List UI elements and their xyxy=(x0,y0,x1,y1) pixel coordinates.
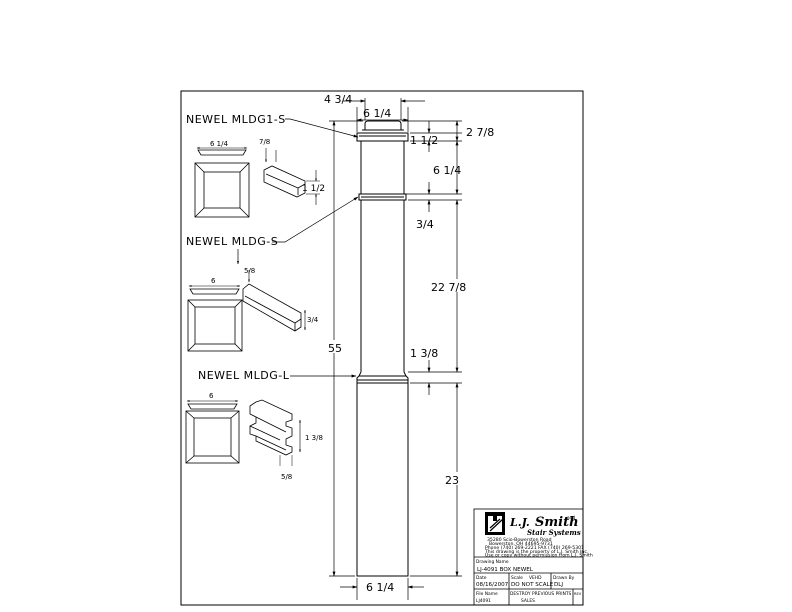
mldgl-depth: 5/8 xyxy=(281,473,292,481)
mldgl-height: 1 3/8 xyxy=(305,434,323,442)
lower-moulding xyxy=(356,371,409,384)
dim-base-height: 23 xyxy=(445,474,459,487)
dept-value: SALES xyxy=(521,598,535,604)
cap-moulding xyxy=(356,132,409,142)
drawn-by-label: Drawn By xyxy=(553,575,575,581)
address-line-1: 35280 Scio-Bowerston Road xyxy=(487,537,552,543)
dim-top-height: 2 7/8 xyxy=(466,126,494,139)
mldgl-width: 6 xyxy=(209,392,214,400)
mldg-width: 6 xyxy=(211,277,216,285)
date-value: 08/16/2007 xyxy=(476,582,509,588)
newel-post xyxy=(356,120,409,577)
sheet-border xyxy=(180,90,584,606)
post-cap xyxy=(364,120,402,130)
mldgl-plan-outer xyxy=(185,410,240,464)
callout-mldg: NEWEL MLDG-S xyxy=(186,235,278,248)
address-line-4: This drawing is the property of L.J. Smi… xyxy=(484,549,588,555)
mldg1-depth: 7/8 xyxy=(259,138,270,146)
detail-mldgl xyxy=(185,399,301,466)
detail-mldg1 xyxy=(194,147,320,218)
dim-cap-mold-height: 1 1/2 xyxy=(410,134,438,147)
drawn-by-value: DLJ xyxy=(554,582,563,588)
dim-mid-mold: 3/4 xyxy=(416,218,434,231)
dim-shaft-height: 22 7/8 xyxy=(431,281,466,294)
file-name-label: File Name xyxy=(476,591,498,597)
mldg-plan-outer xyxy=(187,299,243,352)
title-block xyxy=(473,508,584,606)
rev-label: REV xyxy=(574,592,582,596)
scale-value: VEHD xyxy=(529,575,542,581)
address-line-3: Phone (740) 269-2221 FAX (740) 269-5301 xyxy=(485,545,584,551)
logo-subtitle: Stair Systems xyxy=(527,528,581,537)
upper-block xyxy=(360,140,405,195)
callout-mldgl: NEWEL MLDG-L xyxy=(198,369,290,382)
dim-base-width: 6 1/4 xyxy=(366,581,394,594)
scale-label: Scale xyxy=(511,575,523,581)
mldg1-profile xyxy=(263,165,306,198)
dim-lower-mold: 1 3/8 xyxy=(410,347,438,360)
post-base xyxy=(356,382,409,577)
file-name-value: LJ4091 xyxy=(476,598,491,604)
detail-mldg xyxy=(187,270,306,352)
dim-upper-block: 6 1/4 xyxy=(433,164,461,177)
post-dimensions xyxy=(329,98,462,600)
scale-note: DO NOT SCALE xyxy=(511,582,554,588)
mldg1-width: 6 1/4 xyxy=(210,140,228,148)
destroy-note: DESTROY PREVIOUS PRINTS xyxy=(510,591,572,597)
mldg-height: 3/4 xyxy=(307,316,319,324)
logo-suffix: and xyxy=(567,515,575,521)
address-line-2: Bowerston, OH 44695-9731 xyxy=(489,541,553,547)
dim-overall-height: 55 xyxy=(328,342,342,355)
drawing-name: LJ-4091 BOX NEWEL xyxy=(477,567,534,573)
address-line-5: Use or copy without permission from L.J.… xyxy=(485,553,593,559)
mldg1-plan-outer xyxy=(194,162,250,218)
mldgl-profile xyxy=(249,399,293,456)
mldg-profile xyxy=(242,283,302,332)
logo-prefix: L.J. xyxy=(509,516,530,529)
dim-cap-width: 4 3/4 xyxy=(324,93,352,106)
company-logo: L.J. Smith and Stair Systems xyxy=(485,512,581,537)
date-label: Date xyxy=(476,575,487,581)
mldg-depth: 5/8 xyxy=(244,267,255,275)
mid-moulding xyxy=(358,193,407,201)
callout-mldg1: NEWEL MLDG1-S xyxy=(186,113,286,126)
drawing-name-label: Drawing Name xyxy=(476,559,509,565)
dim-cap-top-width: 6 1/4 xyxy=(363,107,391,120)
mldg1-height: 1 1/2 xyxy=(302,184,325,194)
logo-name: Smith xyxy=(535,515,579,530)
